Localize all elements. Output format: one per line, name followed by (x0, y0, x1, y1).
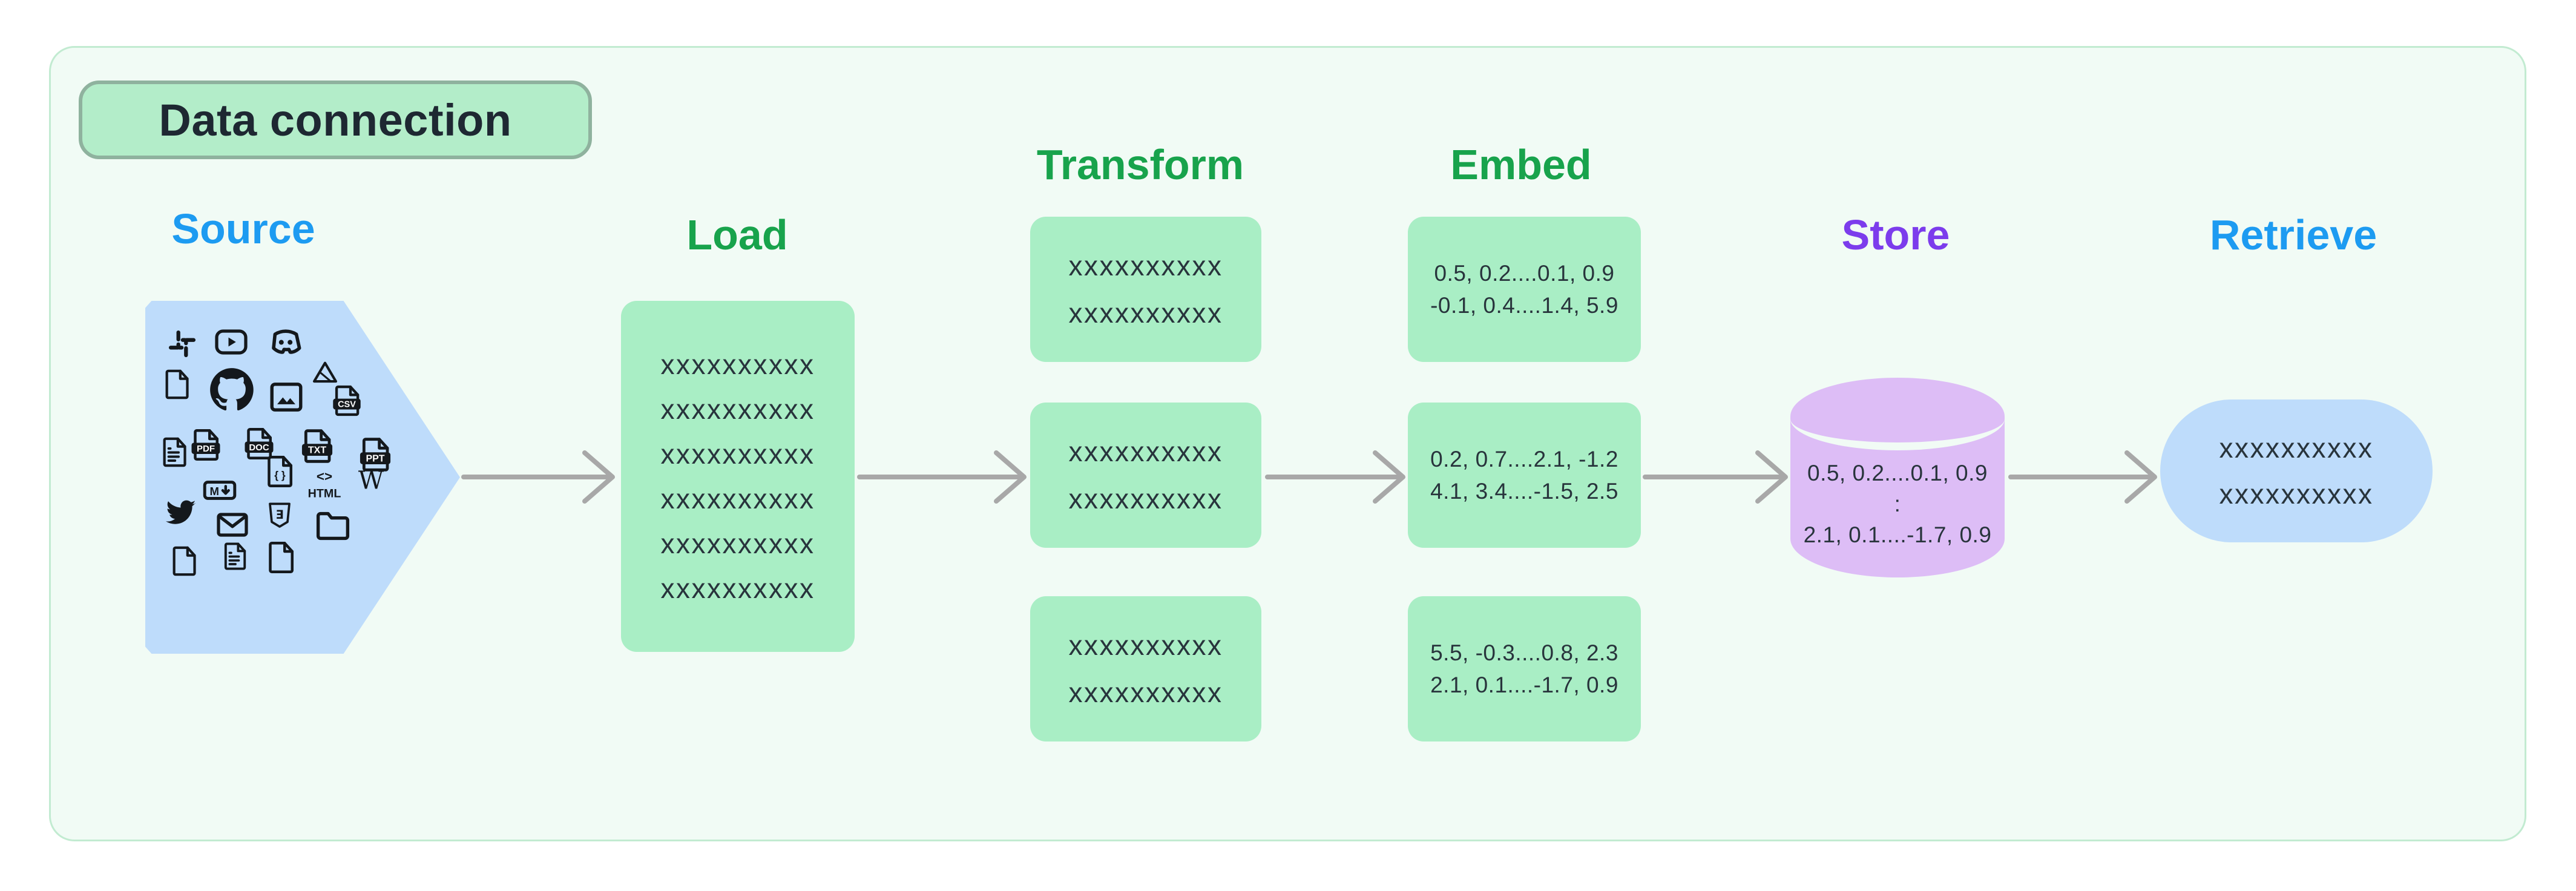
text-line: xxxxxxxxxx (1068, 630, 1223, 661)
text-line: 2.1, 0.1....-1.7, 0.9 (1430, 672, 1618, 697)
embed-box-2: 0.2, 0.7....2.1, -1.2 4.1, 3.4....-1.5, 2… (1408, 403, 1641, 548)
text-line: xxxxxxxxxx (660, 483, 815, 515)
diagram-panel (49, 46, 2526, 841)
text-line: xxxxxxxxxx (2219, 432, 2374, 464)
store-database-cylinder: 0.5, 0.2....0.1, 0.9: 2.1, 0.1....-1.7, 0… (1790, 378, 2005, 577)
svg-text:W: W (358, 465, 384, 495)
text-line: xxxxxxxxxx (1068, 483, 1223, 515)
svg-text:PDF: PDF (197, 444, 215, 454)
css-shield-icon: Ǝ (264, 499, 295, 531)
text-line: 0.5, 0.2....0.1, 0.9 (1434, 261, 1615, 286)
html-icon: <> HTML (305, 465, 344, 504)
text-line: -0.1, 0.4....1.4, 5.9 (1430, 293, 1618, 318)
stage-label-embed: Embed (1450, 141, 1592, 188)
text-line: xxxxxxxxxx (2219, 478, 2374, 510)
stage-label-retrieve: Retrieve (2209, 211, 2377, 258)
text-line: xxxxxxxxxx (660, 573, 815, 604)
text-line: xxxxxxxxxx (660, 528, 815, 559)
stage-label-source: Source (171, 205, 315, 252)
load-box: xxxxxxxxxx xxxxxxxxxx xxxxxxxxxx xxxxxxxxxx… (621, 301, 855, 652)
file-icon (263, 539, 299, 576)
text-line: : (1894, 491, 1901, 516)
transform-box-2: xxxxxxxxxx xxxxxxxxxx (1030, 403, 1261, 548)
svg-text:Ǝ: Ǝ (275, 508, 283, 522)
text-line: 5.5, -0.3....0.8, 2.3 (1430, 640, 1618, 665)
svg-text:DOC: DOC (249, 442, 269, 453)
image-icon (268, 378, 305, 416)
markdown-icon: M (201, 472, 238, 509)
text-line: 2.1, 0.1....-1.7, 0.9 (1803, 522, 1992, 547)
csv-file-icon: CSV (329, 383, 364, 418)
twitter-icon (161, 493, 200, 532)
discord-icon (266, 323, 305, 361)
ppt-file-icon: PPT (356, 435, 395, 474)
stage-label-load: Load (686, 211, 788, 258)
text-line: 0.2, 0.7....2.1, -1.2 (1430, 447, 1618, 472)
stage-label-store: Store (1841, 211, 1950, 258)
email-icon (214, 507, 251, 543)
slack-icon (166, 327, 199, 360)
svg-text:TXT: TXT (308, 446, 326, 456)
text-line: xxxxxxxxxx (1068, 250, 1223, 281)
github-icon (206, 364, 258, 416)
svg-text:<>: <> (317, 469, 332, 484)
svg-text:{ }: { } (274, 469, 286, 481)
file-icon (167, 544, 201, 578)
text-line: xxxxxxxxxx (1068, 297, 1223, 329)
svg-text:HTML: HTML (308, 487, 341, 500)
embed-box-3: 5.5, -0.3....0.8, 2.3 2.1, 0.1....-1.7, 0… (1408, 596, 1641, 741)
text-line: xxxxxxxxxx (660, 349, 815, 380)
stage-label-transform: Transform (1036, 141, 1244, 188)
wikipedia-icon: W (353, 462, 389, 497)
text-line: xxxxxxxxxx (660, 438, 815, 470)
text-line: 4.1, 3.4....-1.5, 2.5 (1430, 479, 1618, 504)
text-line: xxxxxxxxxx (1068, 677, 1223, 708)
title-badge: Data connection (79, 81, 592, 159)
text-line: 0.5, 0.2....0.1, 0.9 (1807, 460, 1988, 485)
transform-box-3: xxxxxxxxxx xxxxxxxxxx (1030, 596, 1261, 741)
youtube-icon (213, 324, 249, 360)
text-line: xxxxxxxxxx (1068, 436, 1223, 467)
google-drive-icon (310, 359, 340, 389)
json-file-icon: { } (261, 453, 298, 490)
file-text-icon (219, 541, 251, 572)
folder-icon (312, 505, 353, 547)
svg-text:PPT: PPT (366, 454, 384, 464)
text-line: xxxxxxxxxx (660, 393, 815, 425)
title-badge-label: Data connection (159, 94, 512, 145)
svg-text:CSV: CSV (338, 400, 356, 410)
file-text-icon (157, 435, 191, 469)
transform-box-1: xxxxxxxxxx xxxxxxxxxx (1030, 217, 1261, 362)
file-icon (160, 367, 194, 401)
embed-box-1: 0.5, 0.2....0.1, 0.9 -0.1, 0.4....1.4, 5.… (1408, 217, 1641, 362)
retrieve-box: xxxxxxxxxx xxxxxxxxxx (2160, 399, 2433, 542)
pdf-file-icon: PDF (188, 427, 224, 463)
txt-file-icon: TXT (298, 427, 337, 465)
svg-text:M: M (209, 485, 218, 498)
